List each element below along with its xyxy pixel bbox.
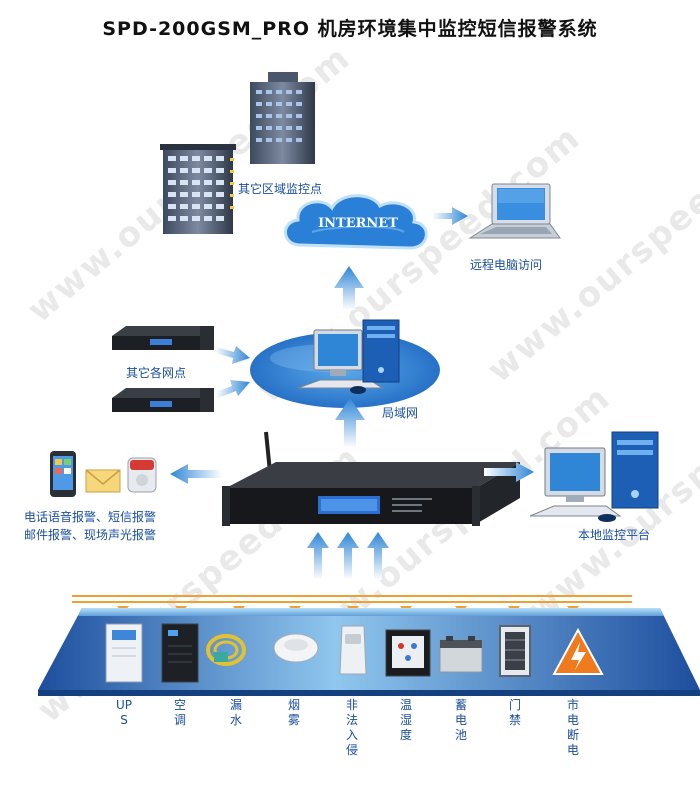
label-lan: 局域网 (382, 406, 419, 420)
up-arrow (334, 266, 364, 310)
label-alarm-line2: 邮件报警、现场声光报警 (24, 528, 157, 542)
spd-200gsm-pro-device (222, 431, 520, 526)
smoke-detector-icon (273, 633, 319, 663)
label-local-platform: 本地监控平台 (578, 528, 651, 542)
label-other-area: 其它区域监控点 (238, 182, 323, 196)
door-contact-icon (499, 625, 531, 677)
right-arrow (432, 207, 468, 225)
right-arrow (484, 462, 534, 482)
label-alarm-line1: 电话语音报警、短信报警 (24, 510, 157, 524)
right-arrow (216, 380, 250, 398)
device-label: 蓄电池 (454, 698, 467, 742)
up-arrow (307, 532, 329, 580)
device-label: 门禁 (508, 698, 521, 727)
building-icon (160, 144, 236, 234)
sensor-platform (38, 608, 700, 696)
label-remote-pc: 远程电脑访问 (470, 258, 543, 272)
device-label: 市电断电 (566, 698, 579, 757)
device-label: 非法入侵 (345, 698, 358, 757)
laptop-icon (468, 183, 561, 239)
device-label: 烟雾 (287, 698, 300, 727)
internet-cloud-icon (284, 194, 428, 250)
up-arrow (335, 398, 365, 448)
building-icon (250, 72, 315, 164)
water-leak-sensor-icon (206, 634, 246, 666)
up-arrow (337, 532, 359, 580)
temperature-humidity-sensor-icon (385, 629, 431, 677)
desktop-computer-icon (297, 319, 400, 394)
device-label: 空调 (173, 698, 186, 727)
page-title: SPD-200GSM_PRO 机房环境集中监控短信报警系统 (102, 18, 598, 40)
siren-alarm-icon (127, 457, 157, 493)
ups-cabinet-icon (105, 623, 143, 683)
mail-envelope-icon (85, 469, 121, 493)
label-other-nodes: 其它各网点 (126, 366, 187, 380)
up-arrow (367, 532, 389, 580)
rack-device-icon (112, 388, 214, 412)
desktop-computer-icon (529, 431, 659, 522)
right-arrow (215, 346, 250, 364)
power-warning-icon (552, 627, 604, 675)
mobile-phone-icon (50, 451, 76, 497)
battery-icon (439, 636, 483, 673)
device-label: UPS (115, 698, 133, 727)
air-conditioner-icon (161, 623, 199, 683)
device-label: 温湿度 (399, 698, 412, 742)
rack-device-icon (112, 326, 214, 350)
device-label: 漏水 (229, 698, 242, 727)
left-arrow (170, 464, 222, 484)
motion-sensor-icon (339, 625, 367, 675)
